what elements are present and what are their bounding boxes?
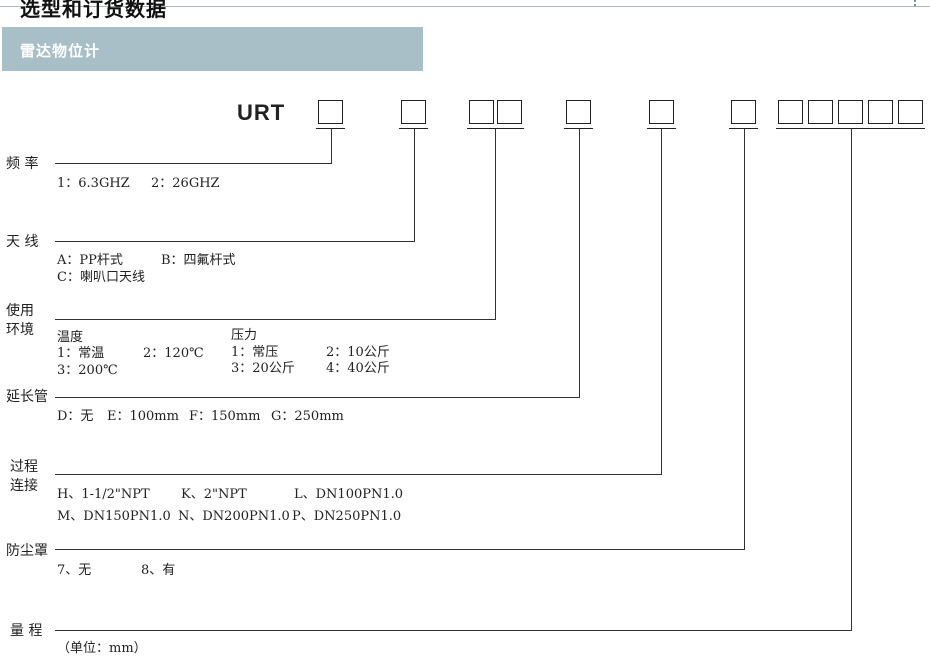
code-box-range-1 — [778, 100, 803, 124]
connector-horizontal-extension — [55, 397, 580, 398]
option-frequency-1: 1：6.3GHZ — [57, 176, 130, 191]
connector-vertical-extension — [579, 129, 580, 397]
code-box-range-3 — [838, 100, 863, 124]
code-box-environment-2 — [497, 100, 522, 124]
label-environment-line1: 使用 — [6, 303, 34, 319]
option-antenna-b: B：四氟杆式 — [161, 253, 236, 268]
label-range: 量 程 — [10, 623, 43, 639]
corner-mark — [914, 0, 928, 6]
connector-horizontal-range — [55, 630, 852, 631]
connector-horizontal-process — [55, 474, 662, 475]
code-box-range-4 — [868, 100, 893, 124]
label-process-line2: 连接 — [10, 478, 38, 494]
option-pressure-2: 2：10公斤 — [326, 345, 390, 360]
underline-dust-cover — [729, 128, 758, 129]
label-frequency: 频 率 — [6, 156, 39, 172]
label-dust-cover: 防尘罩 — [6, 543, 48, 559]
option-temperature-3: 3：200℃ — [57, 363, 118, 378]
temperature-title: 温度 — [57, 330, 84, 345]
option-process-m: M、DN150PN1.0 — [57, 509, 171, 524]
code-box-range-2 — [808, 100, 833, 124]
connector-vertical-environment — [495, 129, 496, 319]
option-pressure-3: 3：20公斤 — [231, 361, 295, 376]
code-box-antenna — [401, 100, 426, 124]
model-code-prefix: URT — [237, 100, 286, 125]
option-dust-cover-7: 7、无 — [57, 563, 92, 578]
option-temperature-1: 1：常温 — [57, 346, 105, 361]
option-extension-d: D：无 — [57, 409, 94, 424]
code-box-environment-1 — [469, 100, 494, 124]
section-title: 雷达物位计 — [20, 42, 101, 60]
connector-vertical-frequency — [331, 129, 332, 163]
option-dust-cover-8: 8、有 — [141, 563, 176, 578]
pressure-title: 压力 — [231, 328, 258, 343]
option-extension-e: E：100mm — [107, 409, 179, 424]
top-rule — [0, 6, 930, 7]
code-box-extension — [566, 100, 591, 124]
label-process-line1: 过程 — [10, 459, 38, 475]
page-title: 选型和订货数据 — [20, 0, 167, 21]
option-process-n: N、DN200PN1.0 — [178, 509, 290, 524]
option-antenna-c: C：喇叭口天线 — [57, 270, 145, 285]
label-extension: 延长管 — [6, 389, 48, 405]
underline-range — [776, 128, 925, 129]
code-box-frequency — [318, 100, 343, 124]
option-frequency-2: 2：26GHZ — [151, 176, 220, 191]
option-process-l: L、DN100PN1.0 — [294, 487, 404, 502]
option-process-h: H、1-1/2"NPT — [57, 487, 150, 502]
code-box-dust-cover — [731, 100, 756, 124]
underline-process — [647, 128, 676, 129]
option-pressure-4: 4：40公斤 — [326, 361, 390, 376]
option-extension-f: F：150mm — [189, 409, 261, 424]
connector-horizontal-dust-cover — [55, 549, 745, 550]
connector-vertical-dust-cover — [744, 129, 745, 549]
label-antenna: 天 线 — [6, 234, 39, 250]
connector-horizontal-environment — [55, 319, 496, 320]
underline-environment — [467, 128, 524, 129]
connector-horizontal-antenna — [55, 241, 415, 242]
connector-horizontal-frequency — [55, 163, 332, 164]
code-box-process — [649, 100, 674, 124]
code-box-range-5 — [898, 100, 923, 124]
option-extension-g: G：250mm — [271, 409, 344, 424]
connector-vertical-process — [661, 129, 662, 474]
connector-vertical-antenna — [414, 129, 415, 241]
option-process-p: P、DN250PN1.0 — [292, 509, 402, 524]
label-environment-line2: 环境 — [6, 322, 34, 338]
option-antenna-a: A：PP杆式 — [57, 253, 123, 268]
option-pressure-1: 1：常压 — [231, 345, 279, 360]
underline-extension — [564, 128, 593, 129]
option-process-k: K、2"NPT — [181, 487, 247, 502]
underline-frequency — [316, 128, 345, 129]
connector-vertical-range — [851, 129, 852, 630]
range-unit-note: （单位：mm） — [57, 641, 147, 656]
section-banner: 雷达物位计 — [2, 27, 423, 71]
option-temperature-2: 2：120℃ — [143, 346, 204, 361]
underline-antenna — [399, 128, 428, 129]
